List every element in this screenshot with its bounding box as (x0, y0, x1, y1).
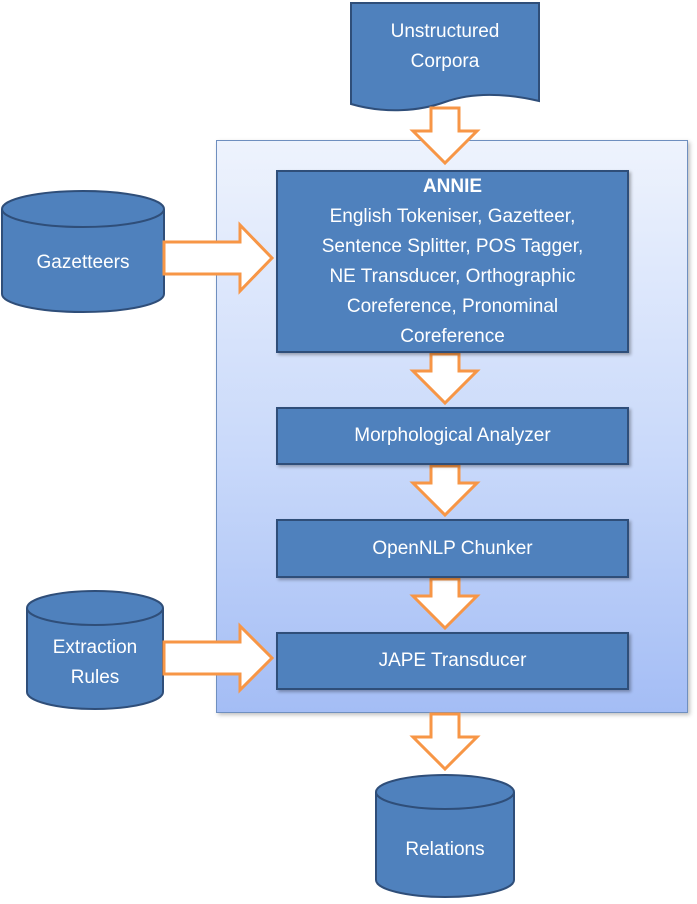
annie-box: ANNIE English Tokeniser, Gazetteer, Sent… (276, 170, 629, 353)
cylinder-extraction-rules (26, 590, 164, 710)
jape-transducer-label: JAPE Transducer (378, 650, 527, 671)
jape-transducer-box: JAPE Transducer (276, 632, 629, 690)
arrow-rules-to-jape (162, 622, 275, 694)
cylinder-relations (375, 774, 515, 898)
arrow-annie-to-morphological (409, 352, 481, 406)
gazetteers-label: Gazetteers (36, 252, 130, 273)
arrow-gazetteers-to-annie (162, 221, 275, 295)
opennlp-chunker-box: OpenNLP Chunker (276, 519, 629, 578)
arrow-jape-to-relations (409, 712, 481, 772)
annie-components: English Tokeniser, Gazetteer, Sentence S… (321, 205, 584, 347)
arrow-morphological-to-chunker (409, 464, 481, 518)
arrow-chunker-to-jape (409, 577, 481, 631)
cylinder-gazetteers (0, 190, 165, 313)
opennlp-chunker-label: OpenNLP Chunker (372, 537, 533, 559)
extraction-rules-label: Extraction Rules (52, 637, 138, 688)
relations-label: Relations (405, 839, 485, 860)
document-shape-unstructured-corpora (350, 2, 540, 112)
morphological-analyzer-box: Morphological Analyzer (276, 407, 629, 465)
annie-title: ANNIE (422, 175, 483, 197)
source-label: Unstructured Corpora (390, 21, 500, 72)
arrow-corpora-to-annie (409, 106, 481, 166)
morphological-analyzer-label: Morphological Analyzer (354, 425, 551, 446)
